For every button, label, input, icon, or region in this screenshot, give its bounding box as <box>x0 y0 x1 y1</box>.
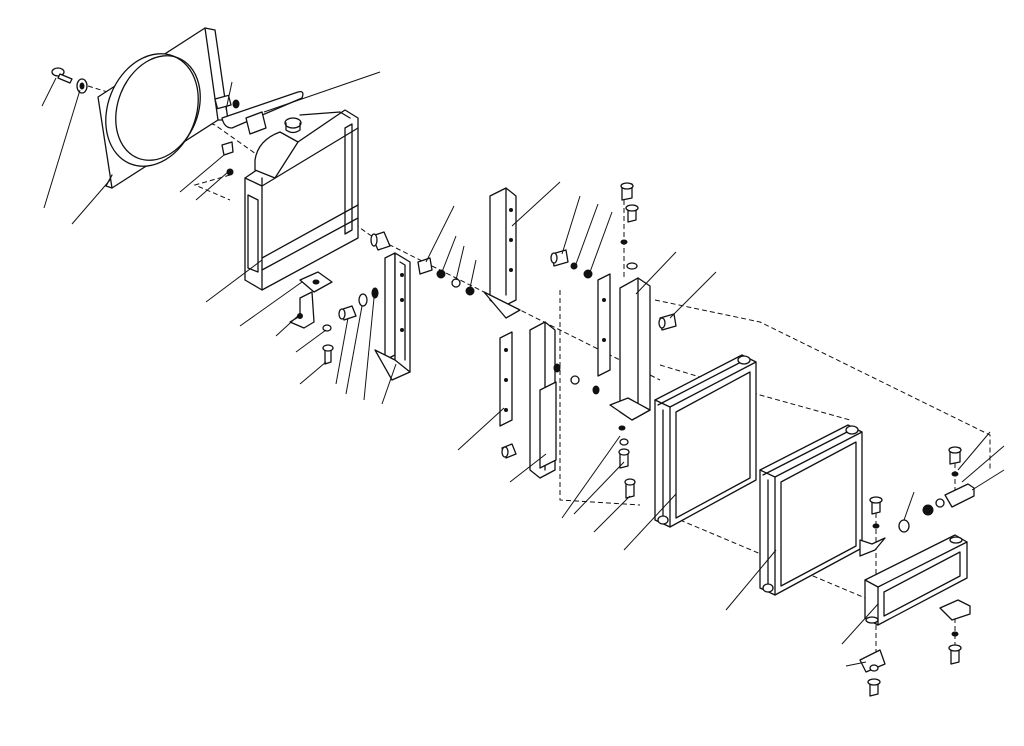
cooler-core-front <box>654 354 757 528</box>
right-side-hardware <box>859 446 975 697</box>
left-support-bracket <box>374 252 411 381</box>
center-lower-plate <box>499 331 517 459</box>
callout-leader-lines <box>41 71 1005 667</box>
lower-radiator-bracket <box>289 271 334 365</box>
fan-shroud <box>97 27 229 189</box>
center-channel-bracket <box>529 321 600 479</box>
upper-hose <box>214 90 304 176</box>
center-upright-bracket <box>483 187 521 319</box>
shroud-bolt <box>51 67 88 94</box>
cooler-core-rear <box>759 424 863 596</box>
oil-cooler <box>864 534 968 626</box>
center-hardware <box>338 231 475 321</box>
main-radiator <box>244 109 359 291</box>
